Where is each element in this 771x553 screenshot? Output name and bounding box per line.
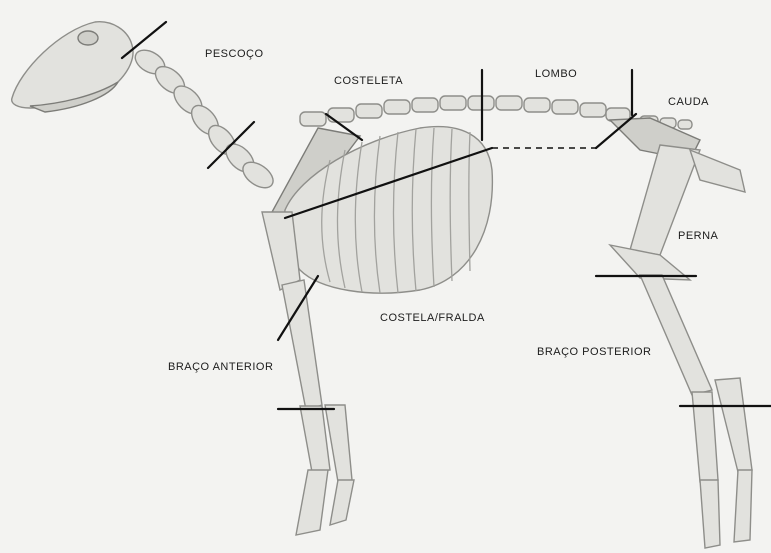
skull: [12, 22, 133, 108]
label-rib-flank: COSTELA/FRALDA: [380, 312, 485, 324]
label-neck: PESCOÇO: [205, 48, 264, 60]
eye-socket: [78, 31, 98, 45]
neck-vertebrae: [131, 45, 278, 193]
label-leg: PERNA: [678, 230, 718, 242]
label-tail: CAUDA: [668, 96, 709, 108]
label-chop: COSTELETA: [334, 75, 403, 87]
label-foreleg: BRAÇO ANTERIOR: [168, 361, 273, 373]
label-hindleg: BRAÇO POSTERIOR: [537, 346, 651, 358]
label-loin: LOMBO: [535, 68, 577, 80]
